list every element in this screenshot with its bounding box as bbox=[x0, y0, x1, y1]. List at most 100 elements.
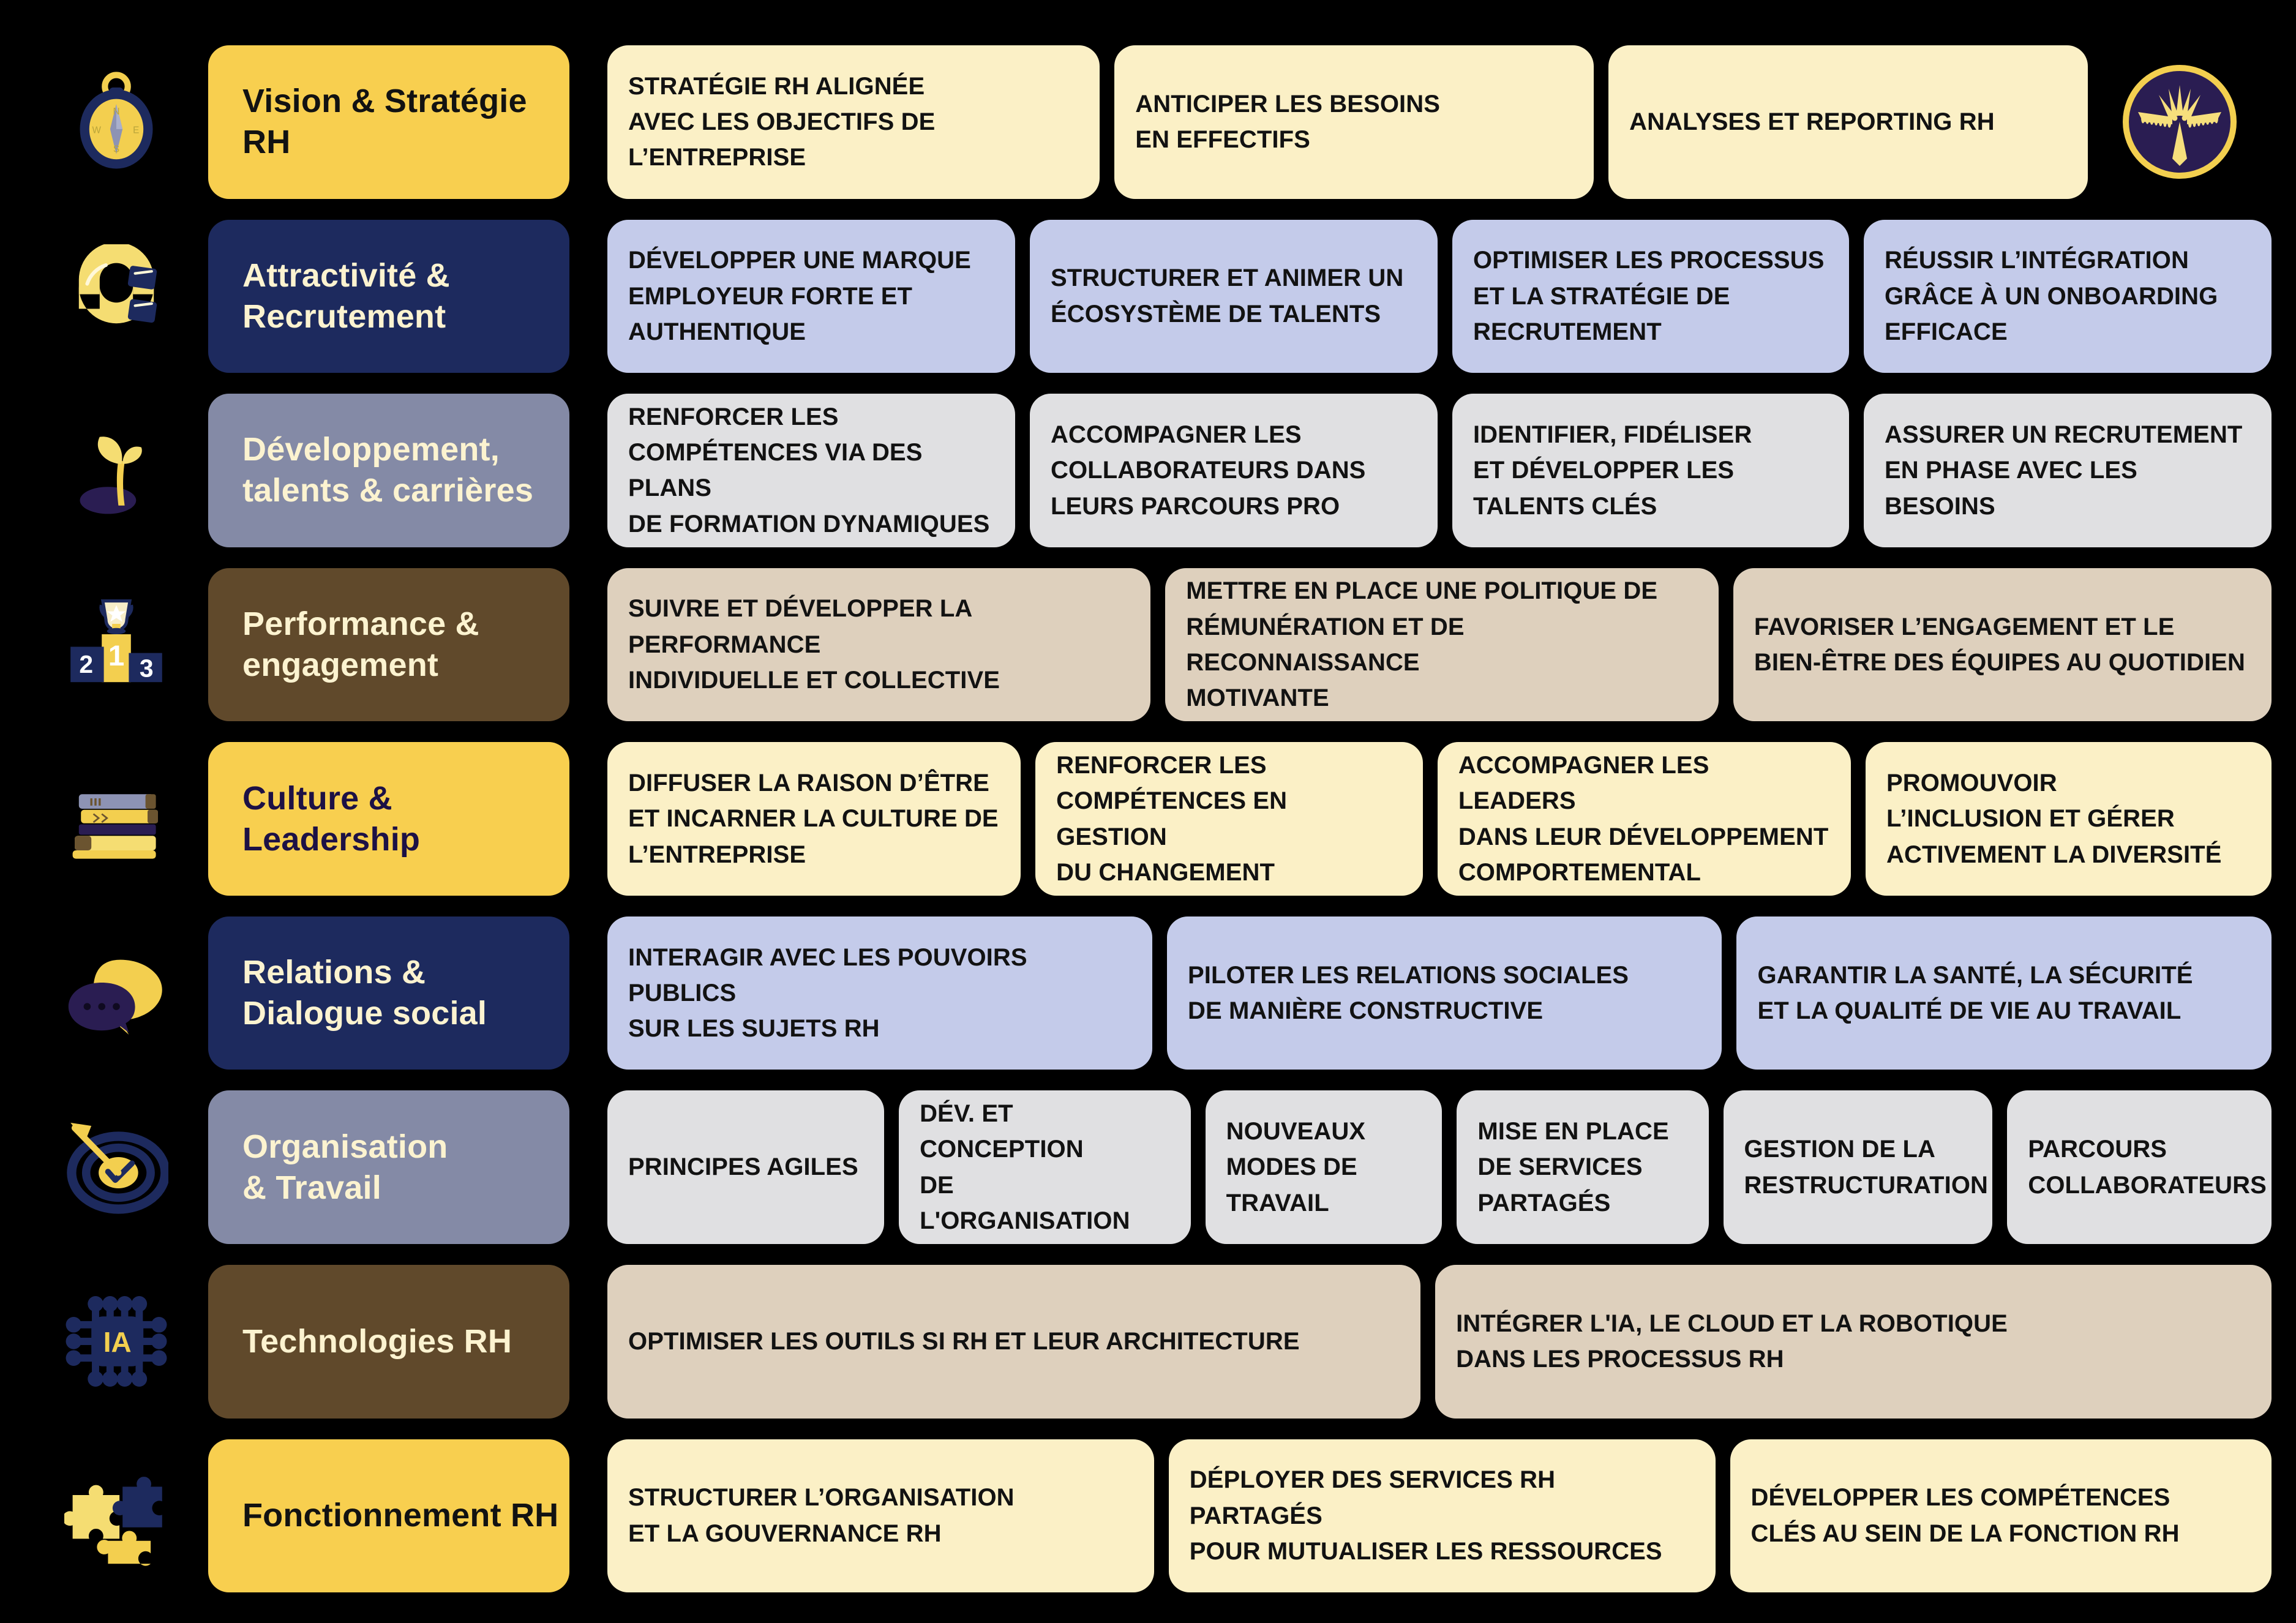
initiative-card[interactable]: RENFORCER LES COMPÉTENCES VIA DES PLANS … bbox=[607, 394, 1015, 547]
initiative-card[interactable]: ANTICIPER LES BESOINS EN EFFECTIFS bbox=[1114, 45, 1594, 199]
initiative-card[interactable]: INTÉGRER L'IA, LE CLOUD ET LA ROBOTIQUE … bbox=[1435, 1264, 2272, 1419]
svg-text:3: 3 bbox=[140, 654, 154, 683]
initiative-card[interactable]: GARANTIR LA SANTÉ, LA SÉCURITÉ ET LA QUA… bbox=[1736, 916, 2272, 1070]
initiative-card[interactable]: OPTIMISER LES OUTILS SI RH ET LEUR ARCHI… bbox=[607, 1264, 1421, 1419]
initiative-card-text: RENFORCER LES COMPÉTENCES EN GESTION DU … bbox=[1056, 751, 1288, 886]
initiative-card[interactable]: RÉUSSIR L’INTÉGRATION GRÂCE À UN ONBOARD… bbox=[1864, 219, 2272, 373]
framework-row-attractivite-recrutement: Attractivité & Recrutement DÉVELOPPER UNE… bbox=[24, 219, 2272, 373]
initiative-card[interactable]: STRUCTURER ET ANIMER UN ÉCOSYSTÈME DE TA… bbox=[1029, 219, 1438, 373]
category-label-fonctionnement-rh[interactable]: Fonctionnement RH bbox=[208, 1439, 569, 1593]
svg-text:1: 1 bbox=[108, 640, 124, 672]
initiative-card-text: MISE EN PLACE DE SERVICES PARTAGÉS bbox=[1477, 1118, 1669, 1216]
category-label-technologies-rh[interactable]: Technologies RH bbox=[208, 1264, 569, 1419]
svg-text:IA: IA bbox=[103, 1326, 132, 1358]
initiative-card[interactable]: ACCOMPAGNER LES COLLABORATEURS DANS LEUR… bbox=[1029, 394, 1438, 547]
svg-text:W: W bbox=[92, 126, 101, 136]
initiative-card[interactable]: STRATÉGIE RH ALIGNÉE AVEC LES OBJECTIFS … bbox=[607, 45, 1100, 199]
svg-text:E: E bbox=[133, 126, 139, 136]
card-group-fonctionnement-rh: STRUCTURER L’ORGANISATION ET LA GOUVERNA… bbox=[607, 1439, 2272, 1593]
initiative-card-text: OPTIMISER LES PROCESSUS ET LA STRATÉGIE … bbox=[1473, 247, 1825, 346]
initiative-card[interactable]: INTERAGIR AVEC LES POUVOIRS PUBLICS SUR … bbox=[607, 916, 1152, 1070]
initiative-card[interactable]: DÉVELOPPER LES COMPÉTENCES CLÉS AU SEIN … bbox=[1730, 1439, 2272, 1593]
initiative-card[interactable]: DÉPLOYER DES SERVICES RH PARTAGÉS POUR M… bbox=[1168, 1439, 1716, 1593]
category-label-relations-dialogue-social[interactable]: Relations & Dialogue social bbox=[208, 916, 569, 1070]
initiative-card[interactable]: GESTION DE LA RESTRUCTURATION bbox=[1723, 1090, 1993, 1244]
initiative-card-text: DÉPLOYER DES SERVICES RH PARTAGÉS POUR M… bbox=[1189, 1466, 1662, 1565]
card-group-developpement-talents-carrieres: RENFORCER LES COMPÉTENCES VIA DES PLANS … bbox=[607, 394, 2272, 547]
category-label-culture-leadership[interactable]: Culture & Leadership bbox=[208, 742, 569, 896]
initiative-card-text: PARCOURS COLLABORATEURS bbox=[2028, 1136, 2267, 1199]
framework-row-culture-leadership: Culture & Leadership DIFFUSER LA RAISON D… bbox=[24, 742, 2272, 896]
initiative-card[interactable]: MISE EN PLACE DE SERVICES PARTAGÉS bbox=[1457, 1090, 1709, 1244]
initiative-card[interactable]: STRUCTURER L’ORGANISATION ET LA GOUVERNA… bbox=[607, 1439, 1154, 1593]
category-label-text: Organisation & Travail bbox=[242, 1128, 448, 1206]
initiative-card[interactable]: PROMOUVOIR L’INCLUSION ET GÉRER ACTIVEME… bbox=[1865, 742, 2272, 896]
category-label-performance-engagement[interactable]: Performance & engagement bbox=[208, 568, 569, 722]
initiative-card-text: ACCOMPAGNER LES COLLABORATEURS DANS LEUR… bbox=[1050, 421, 1366, 520]
initiative-card-text: DÉVELOPPER UNE MARQUE EMPLOYEUR FORTE ET… bbox=[628, 247, 971, 346]
initiative-card[interactable]: METTRE EN PLACE UNE POLITIQUE DE RÉMUNÉR… bbox=[1165, 568, 1719, 722]
framework-row-relations-dialogue-social: Relations & Dialogue social INTERAGIR AVE… bbox=[24, 916, 2272, 1070]
initiative-card[interactable]: SUIVRE ET DÉVELOPPER LA PERFORMANCE INDI… bbox=[607, 568, 1151, 722]
initiative-card[interactable]: ASSURER UN RECRUTEMENT EN PHASE AVEC LES… bbox=[1864, 394, 2272, 547]
initiative-card[interactable]: NOUVEAUX MODES DE TRAVAIL bbox=[1205, 1090, 1443, 1244]
initiative-card[interactable]: PRINCIPES AGILES bbox=[607, 1090, 885, 1244]
svg-text:2: 2 bbox=[79, 650, 93, 678]
initiative-card[interactable]: ANALYSES ET REPORTING RH bbox=[1608, 45, 2088, 199]
initiative-card-text: STRUCTURER ET ANIMER UN ÉCOSYSTÈME DE TA… bbox=[1050, 264, 1404, 328]
category-label-vision-strategie-rh[interactable]: Vision & Stratégie RH bbox=[208, 45, 569, 199]
puzzle-icon bbox=[24, 1439, 208, 1593]
magnet-icon bbox=[24, 220, 208, 373]
category-label-text: Technologies RH bbox=[242, 1322, 512, 1360]
initiative-card-text: DÉVELOPPER LES COMPÉTENCES CLÉS AU SEIN … bbox=[1750, 1484, 2180, 1547]
initiative-card-text: RENFORCER LES COMPÉTENCES VIA DES PLANS … bbox=[628, 403, 990, 538]
category-label-text: Fonctionnement RH bbox=[242, 1497, 559, 1534]
phoenix-emblem-logo bbox=[2088, 45, 2272, 199]
card-group-culture-leadership: DIFFUSER LA RAISON D’ÊTRE ET INCARNER LA… bbox=[607, 742, 2272, 896]
initiative-card-text: PROMOUVOIR L’INCLUSION ET GÉRER ACTIVEME… bbox=[1886, 769, 2222, 868]
initiative-card-text: STRATÉGIE RH ALIGNÉE AVEC LES OBJECTIFS … bbox=[628, 72, 936, 171]
initiative-card-text: GESTION DE LA RESTRUCTURATION bbox=[1744, 1136, 1989, 1199]
category-label-text: Développement, talents & carrières bbox=[242, 431, 534, 509]
initiative-card-text: INTERAGIR AVEC LES POUVOIRS PUBLICS SUR … bbox=[628, 943, 1027, 1043]
initiative-card[interactable]: IDENTIFIER, FIDÉLISER ET DÉVELOPPER LES … bbox=[1452, 394, 1850, 547]
initiative-card-text: IDENTIFIER, FIDÉLISER ET DÉVELOPPER LES … bbox=[1473, 421, 1752, 520]
initiative-card-text: OPTIMISER LES OUTILS SI RH ET LEUR ARCHI… bbox=[628, 1328, 1300, 1355]
card-group-technologies-rh: OPTIMISER LES OUTILS SI RH ET LEUR ARCHI… bbox=[607, 1264, 2272, 1419]
initiative-card-text: GARANTIR LA SANTÉ, LA SÉCURITÉ ET LA QUA… bbox=[1757, 961, 2193, 1025]
framework-row-technologies-rh: IA Technologies RH OPTIMISER LES OUTILS SI… bbox=[24, 1264, 2272, 1419]
initiative-card[interactable]: DIFFUSER LA RAISON D’ÊTRE ET INCARNER LA… bbox=[607, 742, 1021, 896]
initiative-card[interactable]: PILOTER LES RELATIONS SOCIALES DE MANIÈR… bbox=[1167, 916, 1722, 1070]
initiative-card[interactable]: OPTIMISER LES PROCESSUS ET LA STRATÉGIE … bbox=[1452, 219, 1850, 373]
initiative-card[interactable]: DÉV. ET CONCEPTION DE L'ORGANISATION bbox=[899, 1090, 1191, 1244]
sprout-icon bbox=[24, 394, 208, 547]
initiative-card-text: STRUCTURER L’ORGANISATION ET LA GOUVERNA… bbox=[628, 1484, 1015, 1547]
category-label-attractivite-recrutement[interactable]: Attractivité & Recrutement bbox=[208, 219, 569, 373]
initiative-card-text: ANALYSES ET REPORTING RH bbox=[1629, 108, 1995, 136]
category-label-developpement-talents-carrieres[interactable]: Développement, talents & carrières bbox=[208, 394, 569, 547]
category-label-organisation-travail[interactable]: Organisation & Travail bbox=[208, 1090, 569, 1244]
initiative-card[interactable]: DÉVELOPPER UNE MARQUE EMPLOYEUR FORTE ET… bbox=[607, 219, 1015, 373]
initiative-card[interactable]: FAVORISER L’ENGAGEMENT ET LE BIEN-ÊTRE D… bbox=[1733, 568, 2272, 722]
target-dart-icon bbox=[24, 1090, 208, 1244]
initiative-card-text: PILOTER LES RELATIONS SOCIALES DE MANIÈR… bbox=[1188, 961, 1629, 1025]
initiative-card[interactable]: RENFORCER LES COMPÉTENCES EN GESTION DU … bbox=[1035, 742, 1423, 896]
initiative-card-text: METTRE EN PLACE UNE POLITIQUE DE RÉMUNÉR… bbox=[1186, 577, 1658, 712]
category-label-text: Relations & Dialogue social bbox=[242, 954, 487, 1032]
initiative-card[interactable]: PARCOURS COLLABORATEURS bbox=[2007, 1090, 2272, 1244]
initiative-card-text: RÉUSSIR L’INTÉGRATION GRÂCE À UN ONBOARD… bbox=[1885, 247, 2218, 346]
books-icon bbox=[24, 742, 208, 896]
svg-text:N: N bbox=[113, 107, 119, 117]
card-group-vision-strategie-rh: STRATÉGIE RH ALIGNÉE AVEC LES OBJECTIFS … bbox=[607, 45, 2088, 199]
initiative-card[interactable]: ACCOMPAGNER LES LEADERS DANS LEUR DÉVELO… bbox=[1437, 742, 1851, 896]
speech-bubbles-icon bbox=[24, 916, 208, 1070]
card-group-attractivite-recrutement: DÉVELOPPER UNE MARQUE EMPLOYEUR FORTE ET… bbox=[607, 219, 2272, 373]
category-label-text: Attractivité & Recrutement bbox=[242, 257, 450, 335]
initiative-card-text: SUIVRE ET DÉVELOPPER LA PERFORMANCE INDI… bbox=[628, 595, 1000, 694]
initiative-card-text: DIFFUSER LA RAISON D’ÊTRE ET INCARNER LA… bbox=[628, 769, 999, 868]
